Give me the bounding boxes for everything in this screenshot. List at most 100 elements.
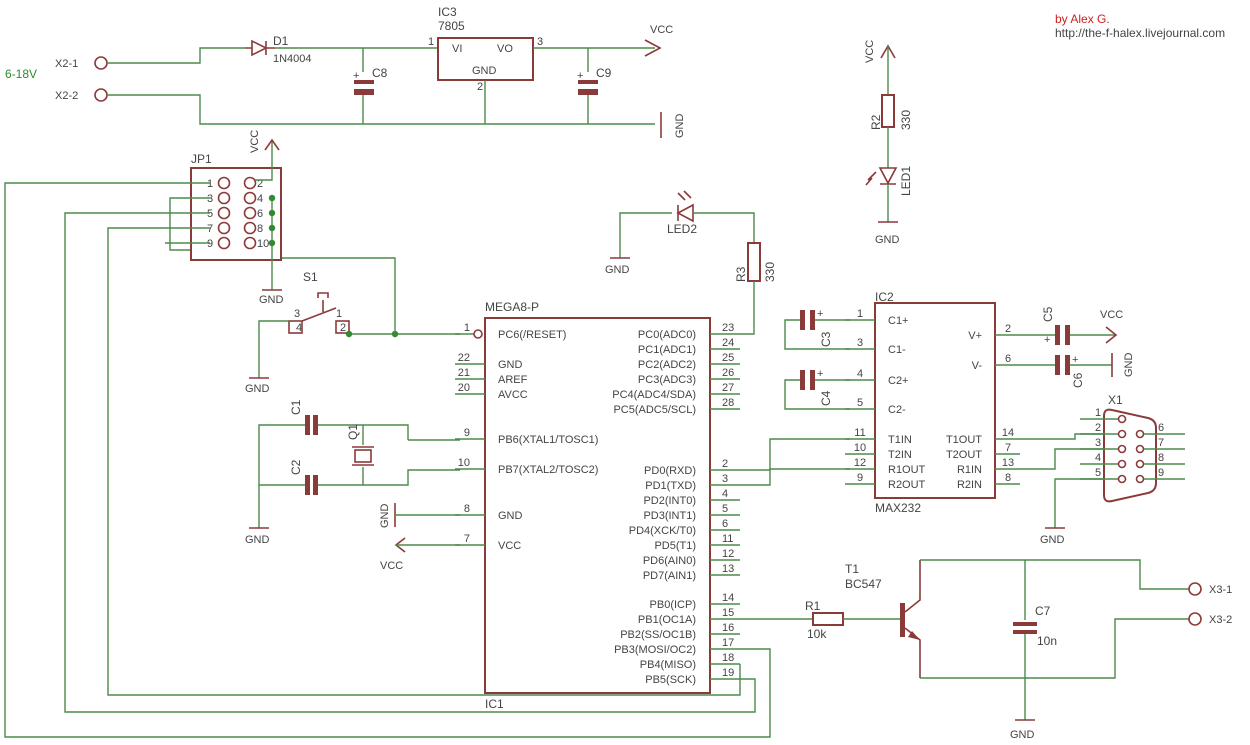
db9-pin-9 [1135,474,1145,484]
mcu-pin-label-4: PD2(INT0) [643,495,696,507]
max232-pin-label-7: T2OUT [946,449,982,461]
led2-label: LED2 [667,222,697,236]
mcu-pin-label-24: PC1(ADC1) [638,344,696,356]
max232-pin-label-4: C2+ [888,375,909,387]
c7-value: 10n [1037,634,1057,648]
svg-text:+: + [817,368,823,380]
x2-2-label: X2-2 [55,90,78,102]
db9-pin-3 [1117,444,1127,454]
mcu-ref: IC1 [485,697,504,711]
mcu-pin-label-15: PB1(OC1A) [638,614,696,626]
mcu-pin-label-2: PD0(RXD) [644,465,696,477]
jp1-pin-1 [217,176,231,190]
gnd-label-led1: GND [875,234,900,246]
max232-pin-num-11: 11 [854,427,865,439]
max232-pin-num-1: 1 [857,308,863,320]
resistor-r1 [812,612,844,626]
c9-label: C9 [596,66,612,80]
max232-pin-label-12: R1OUT [888,464,926,476]
max232-pin-num-5: 5 [857,397,863,409]
jp1-pin-label-4: 4 [257,193,263,205]
max232-pin-label-9: R2OUT [888,479,926,491]
led1-section: VCC R2 330 LED1 GND [864,40,913,246]
mcu-pin-label-14: PB0(ICP) [650,599,696,611]
gnd-label-jp1: GND [259,294,284,306]
x3-2-terminal [1188,612,1202,626]
svg-text:3: 3 [537,36,543,48]
vcc-label-psu: VCC [650,24,673,36]
crystal-section: C1 C2 GND Q1 [245,399,460,546]
mcu-pin-label-17: PB3(MOSI/OC2) [614,644,696,656]
jp1-pin-2 [243,176,257,190]
mcu-pin-label-25: PC2(ADC2) [638,359,696,371]
input-voltage-label: 6-18V [5,67,37,81]
mcu-pin-label-26: PC3(ADC3) [638,374,696,386]
max232-pin-num-6: 6 [1005,353,1011,365]
x3-1-label: X3-1 [1209,584,1232,596]
mcu-pin-label-9: PB6(XTAL1/TOSC1) [498,434,598,446]
jp1-pin-label-1: 1 [207,178,213,190]
c5-label: C5 [1041,306,1055,322]
db9-pin-label-8: 8 [1158,452,1164,464]
svg-text:+: + [577,70,583,82]
ic3-vi-label: VI [452,43,462,55]
capacitor-c8: + C8 [353,66,388,95]
mcu-pin-num-16: 16 [722,622,734,634]
mcu-pin-num-2: 2 [722,458,728,470]
capacitor-c3: + C3 [800,308,833,347]
max232-pin-num-12: 12 [854,457,866,469]
jp1-pin-label-7: 7 [207,223,213,235]
ic3-gnd-label: GND [472,65,497,77]
t1-label: T1 [845,562,859,576]
mcu-pin-num-27: 27 [722,382,734,394]
reset-switch-s1: S1 3 1 4 2 GND [245,257,460,395]
author-credit: by Alex G. [1055,12,1110,26]
mcu-pin-label-5: PD3(INT1) [643,510,696,522]
mcu-pin-num-8: 8 [464,503,470,515]
db9-pin-1 [1117,414,1127,424]
s1-label: S1 [303,270,318,284]
svg-text:2: 2 [340,322,346,334]
max232-name: IC2 [875,290,894,304]
gnd-label-max232: GND [1123,353,1135,378]
gnd-label-mcu: GND [379,504,391,529]
x3-1-terminal [1188,582,1202,596]
ic3-label: IC3 [438,5,457,19]
max232-pin-label-6: V- [972,360,983,372]
mcu-pin-num-20: 20 [458,382,470,394]
vcc-label-led1: VCC [864,40,876,63]
svg-text:+: + [817,308,823,320]
jp1-pin-label-6: 6 [257,208,263,220]
db9-pin-4 [1117,459,1127,469]
max232-pin-num-13: 13 [1002,457,1014,469]
mcu-pin-num-12: 12 [722,548,734,560]
mcu-pin-label-8: GND [498,510,523,522]
r2-value: 330 [899,110,913,130]
vcc-label-mcu: VCC [380,560,403,572]
jp1-pin-9 [217,236,231,250]
led1-label: LED1 [899,166,913,196]
mcu-pin-num-1: 1 [464,322,470,334]
gnd-label-led2: GND [605,264,630,276]
db9-pin-label-5: 5 [1095,467,1101,479]
db9-pin-label-4: 4 [1095,452,1101,464]
svg-text:+: + [1044,334,1050,346]
max232-pin-num-10: 10 [854,442,866,454]
gnd-label-psu: GND [674,114,686,139]
mcu-pin-num-11: 11 [722,533,733,545]
x3-2-label: X3-2 [1209,614,1232,626]
mcu-pin-num-7: 7 [464,533,470,545]
max232-pin-num-9: 9 [857,472,863,484]
db9-pin-label-3: 3 [1095,437,1101,449]
r3-value: 330 [763,262,777,282]
db9-pin-8 [1135,459,1145,469]
q1-label: Q1 [346,424,360,440]
gnd-label-db9: GND [1040,534,1065,546]
jp1-pin-6 [243,206,257,220]
mcu-pin-label-6: PD4(XCK/T0) [629,525,696,537]
db9-pin-7 [1135,444,1145,454]
mcu-pin-num-18: 18 [722,652,734,664]
r2-label: R2 [869,114,883,130]
